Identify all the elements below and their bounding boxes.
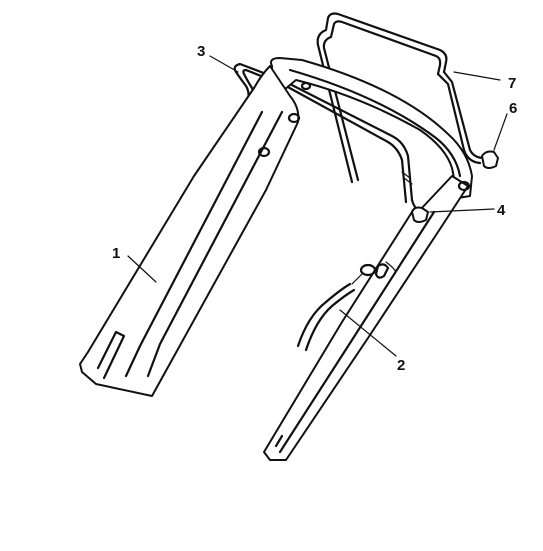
callout-1: 1	[112, 245, 120, 262]
callout-7: 7	[508, 75, 516, 92]
leader-7	[453, 71, 501, 81]
leader-6	[493, 113, 508, 151]
callout-4: 4	[497, 202, 506, 219]
callout-2: 2	[397, 357, 405, 374]
part-4-cable-nipple	[411, 206, 429, 223]
callout-3: 3	[197, 43, 205, 60]
handle-upper-crossbar	[270, 57, 473, 199]
part-6-end-cap	[481, 150, 499, 169]
leader-lines	[127, 55, 508, 357]
leader-1	[127, 255, 157, 283]
part-2-cable	[296, 171, 413, 352]
part-7-operator-bar	[316, 12, 486, 184]
right-handle-tube	[263, 175, 471, 461]
callout-6: 6	[509, 100, 517, 117]
leader-4	[429, 208, 495, 213]
part-1-left-handle-tube	[79, 65, 301, 397]
leader-2	[339, 309, 397, 357]
leader-3	[209, 55, 239, 73]
